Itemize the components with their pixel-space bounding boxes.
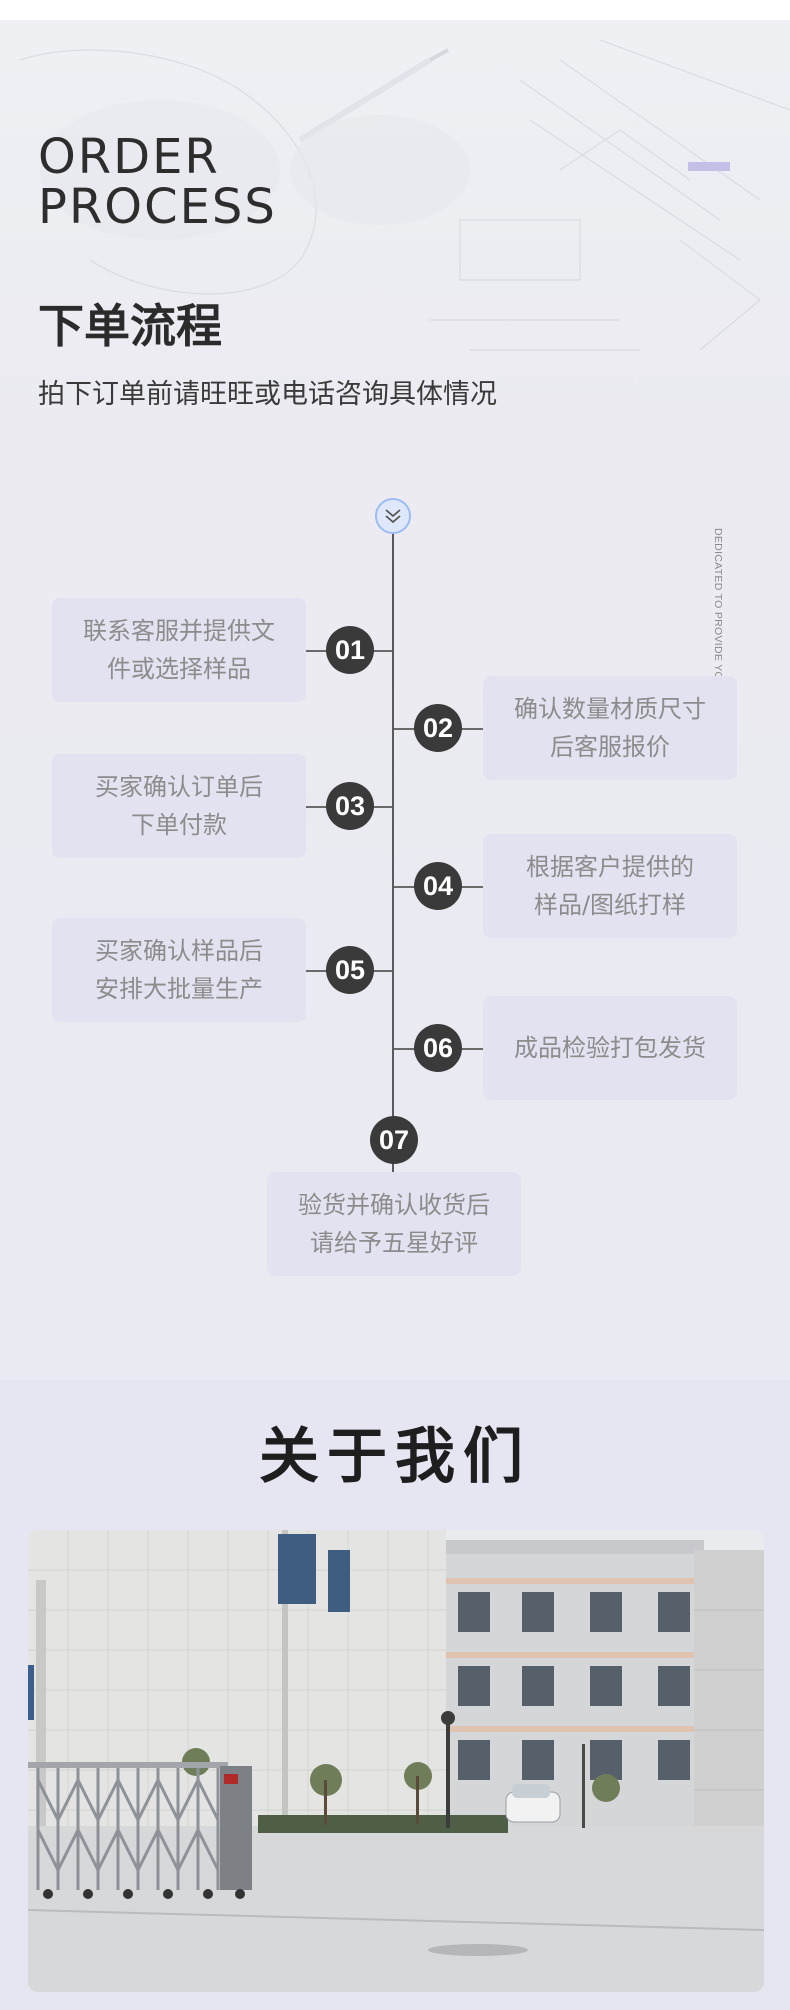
step-01-text: 联系客服并提供文 件或选择样品 <box>83 612 275 688</box>
step-06-text: 成品检验打包发货 <box>514 1029 706 1067</box>
step-03-text: 买家确认订单后 下单付款 <box>95 768 263 844</box>
step-05-text: 买家确认样品后 安排大批量生产 <box>95 932 263 1008</box>
step-05-box: 买家确认样品后 安排大批量生产 <box>52 918 306 1022</box>
step-03-box: 买家确认订单后 下单付款 <box>52 754 306 858</box>
step-07-text: 验货并确认收货后 请给予五星好评 <box>298 1186 490 1262</box>
step-06-box: 成品检验打包发货 <box>483 996 737 1100</box>
step-03-text-line-1: 买家确认订单后 <box>95 773 263 801</box>
factory-illustration <box>28 1530 764 1992</box>
step-02-box: 确认数量材质尺寸 后客服报价 <box>483 676 737 780</box>
timeline-axis <box>392 520 394 1180</box>
step-01-text-line-2: 件或选择样品 <box>107 655 251 683</box>
factory-photo <box>28 1530 764 1992</box>
step-04-text: 根据客户提供的 样品/图纸打样 <box>526 848 694 924</box>
step-07-text-line-1: 验货并确认收货后 <box>298 1191 490 1219</box>
page-subtitle: 拍下订单前请旺旺或电话咨询具体情况 <box>38 379 497 410</box>
step-07-box: 验货并确认收货后 请给予五星好评 <box>267 1172 521 1276</box>
step-03-badge: 03 <box>326 782 374 830</box>
english-title-line-2: PROCESS <box>38 179 277 235</box>
order-process-english-title: ORDER PROCESS <box>38 132 438 232</box>
step-07-text-line-2: 请给予五星好评 <box>310 1229 478 1257</box>
step-06-badge: 06 <box>414 1024 462 1072</box>
step-05-text-line-1: 买家确认样品后 <box>95 937 263 965</box>
step-01-box: 联系客服并提供文 件或选择样品 <box>52 598 306 702</box>
step-04-text-line-1: 根据客户提供的 <box>526 853 694 881</box>
english-title-line-1: ORDER <box>38 129 220 185</box>
step-03-text-line-2: 下单付款 <box>131 811 227 839</box>
step-04-text-line-2: 样品/图纸打样 <box>533 891 687 919</box>
step-02-badge: 02 <box>414 704 462 752</box>
step-04-box: 根据客户提供的 样品/图纸打样 <box>483 834 737 938</box>
about-us-title: 关于我们 <box>259 1422 531 1492</box>
step-02-text: 确认数量材质尺寸 后客服报价 <box>514 690 706 766</box>
step-01-text-line-1: 联系客服并提供文 <box>83 617 275 645</box>
page-title: 下单流程 <box>38 299 222 353</box>
chevron-down-icon-glyph <box>385 509 401 524</box>
top-strip <box>0 0 790 20</box>
step-04-badge: 04 <box>414 862 462 910</box>
step-05-badge: 05 <box>326 946 374 994</box>
accent-bar <box>688 162 730 171</box>
background-sketch-decoration <box>19 39 790 351</box>
step-02-text-line-1: 确认数量材质尺寸 <box>514 695 706 723</box>
step-02-text-line-2: 后客服报价 <box>550 733 670 761</box>
step-07-badge: 07 <box>370 1116 418 1164</box>
step-01-badge: 01 <box>326 626 374 674</box>
chevron-down-icon <box>375 498 411 534</box>
step-05-text-line-2: 安排大批量生产 <box>95 975 263 1003</box>
step-06-text-line-1: 成品检验打包发货 <box>514 1034 706 1062</box>
